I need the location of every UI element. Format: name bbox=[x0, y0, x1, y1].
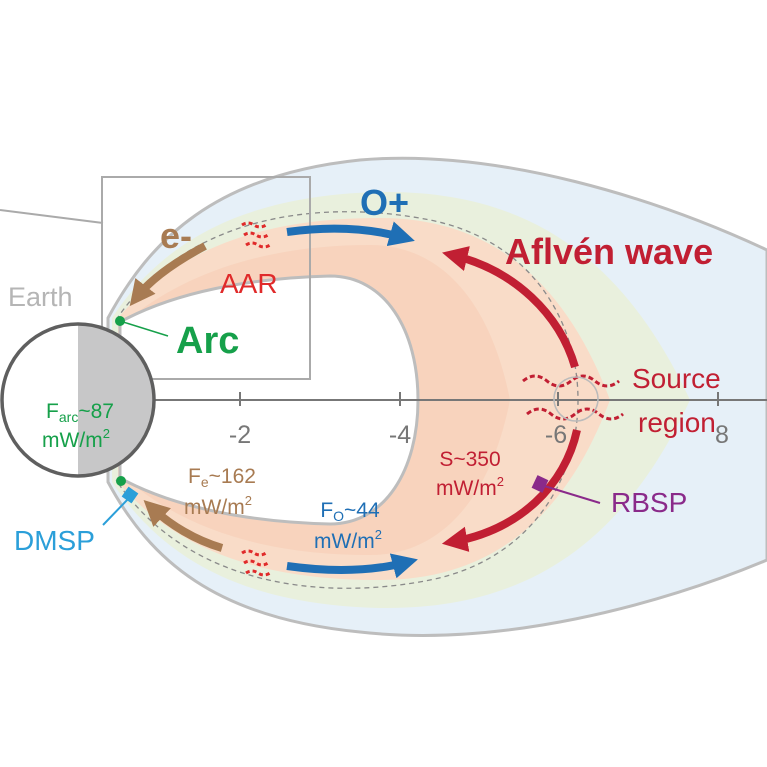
oxygen-arrow-north bbox=[286, 221, 415, 247]
farc-flux-label: Farc~87 bbox=[46, 400, 114, 425]
fe-unit-exp: 2 bbox=[245, 493, 252, 508]
fe-flux-label: Fe~162 bbox=[188, 465, 256, 490]
rbsp-leader bbox=[540, 484, 601, 504]
aar-squiggle-south bbox=[241, 549, 271, 577]
s-unit-base: mW/m bbox=[436, 477, 497, 500]
fo-subscript: O bbox=[333, 508, 344, 524]
source-region-marker bbox=[553, 376, 599, 422]
earth-night-side bbox=[78, 324, 154, 476]
farc-subscript: arc bbox=[59, 409, 78, 425]
fo-unit-base: mW/m bbox=[314, 530, 375, 553]
s-flux-label: S~350 bbox=[439, 448, 500, 471]
fo-unit-exp: 2 bbox=[375, 527, 382, 542]
aar-label: AAR bbox=[220, 268, 278, 299]
fe-symbol: F bbox=[188, 465, 201, 488]
zoom-box bbox=[101, 176, 311, 380]
dmsp-leader bbox=[102, 496, 131, 526]
dmsp-spacecraft bbox=[121, 486, 139, 504]
arc-label: Arc bbox=[176, 320, 239, 362]
s-flux-unit: mW/m2 bbox=[436, 474, 504, 500]
s-symbol: S bbox=[439, 448, 453, 471]
alfven-arrow-south bbox=[441, 429, 581, 552]
farc-unit: mW/m2 bbox=[42, 426, 110, 452]
farc-value: ~87 bbox=[78, 400, 114, 423]
axis-tick-label: -6 bbox=[545, 421, 567, 449]
aar-squiggle-north bbox=[241, 221, 271, 249]
s-value: ~350 bbox=[453, 448, 500, 471]
arc-point-south bbox=[116, 476, 126, 486]
fe-subscript: e bbox=[201, 474, 209, 490]
fo-flux-label: FO~44 bbox=[320, 499, 380, 524]
alfven-wave-label: Aflvén wave bbox=[505, 231, 713, 272]
fe-unit-base: mW/m bbox=[184, 496, 245, 519]
fo-flux-unit: mW/m2 bbox=[314, 527, 382, 553]
electron-arrow-north bbox=[129, 242, 207, 307]
rbsp-label: RBSP bbox=[611, 487, 687, 518]
farc-symbol: F bbox=[46, 400, 59, 423]
zoom-leader-line bbox=[0, 209, 104, 224]
source-region-label-line1: Source bbox=[632, 363, 721, 394]
s-unit-exp: 2 bbox=[497, 474, 504, 489]
electron-label: e- bbox=[160, 215, 192, 256]
fo-symbol: F bbox=[320, 499, 333, 522]
source-region-squiggles bbox=[522, 374, 624, 421]
electron-arrow-south bbox=[143, 499, 224, 552]
oxygen-arrow-south bbox=[286, 553, 418, 579]
dmsp-label: DMSP bbox=[14, 525, 95, 556]
oxygen-ion-label: O+ bbox=[360, 182, 409, 223]
rbsp-spacecraft bbox=[531, 475, 549, 493]
earth-outline bbox=[0, 322, 156, 478]
earth-label: Earth bbox=[8, 282, 73, 312]
axis-tick-label: -2 bbox=[229, 421, 251, 449]
alfven-arrow-north bbox=[442, 246, 579, 369]
fe-value: ~162 bbox=[209, 465, 256, 488]
farc-unit-base: mW/m bbox=[42, 429, 103, 452]
farc-unit-exp: 2 bbox=[103, 426, 110, 441]
fe-flux-unit: mW/m2 bbox=[184, 493, 252, 519]
arc-leader bbox=[119, 320, 169, 337]
arc-point-north bbox=[115, 316, 125, 326]
source-region-label-line2: region bbox=[638, 407, 716, 438]
fo-value: ~44 bbox=[344, 499, 380, 522]
axis-tick-label: -4 bbox=[389, 421, 411, 449]
axis-tick-label: 8 bbox=[715, 421, 729, 449]
